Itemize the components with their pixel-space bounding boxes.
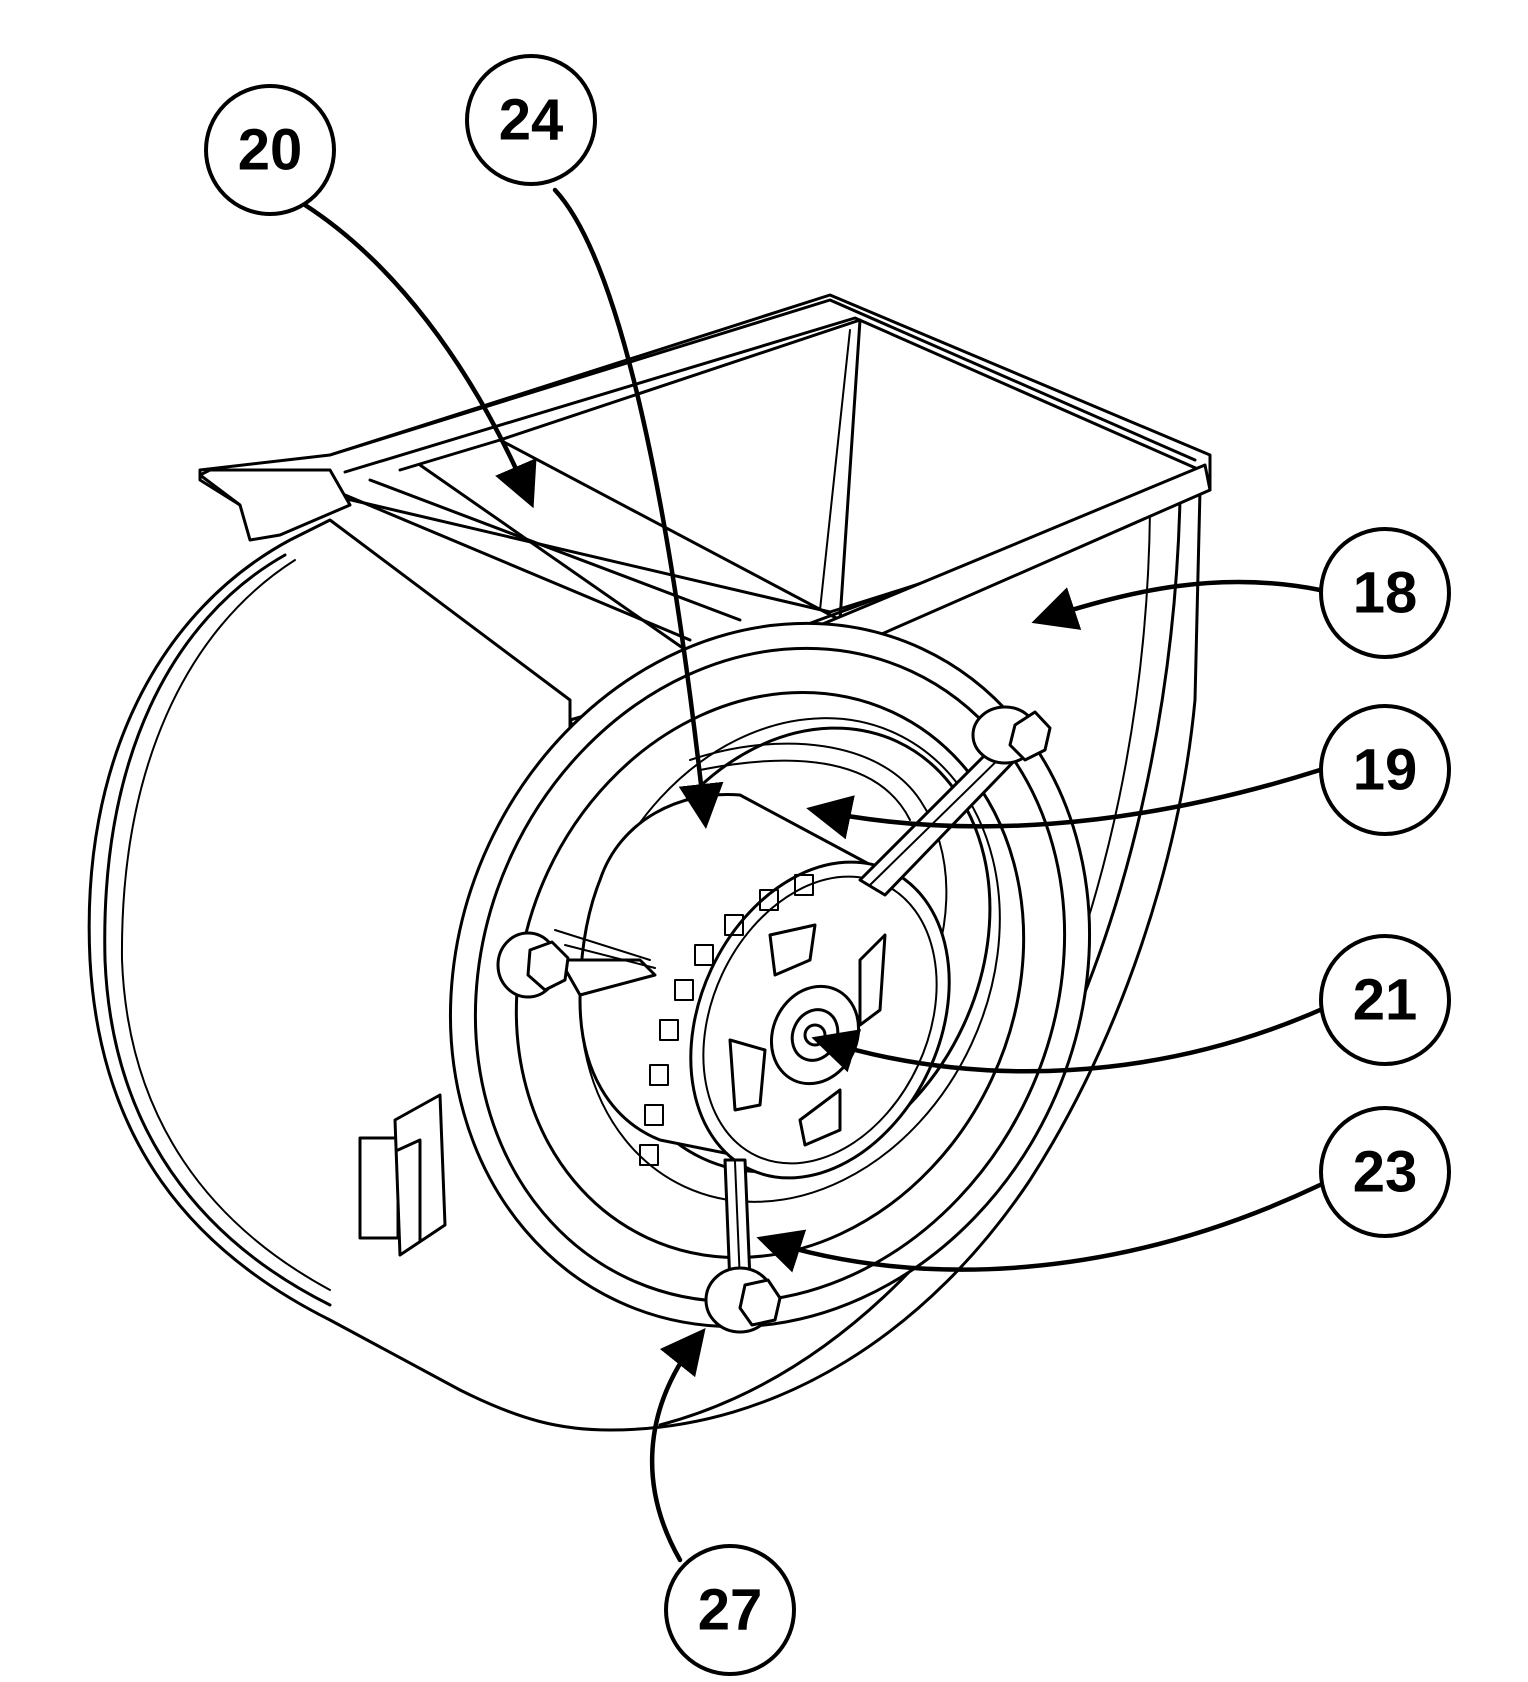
callout-18-label: 18 (1353, 561, 1418, 626)
callout-23-label: 23 (1353, 1140, 1418, 1205)
leader-lines (302, 187, 1323, 1563)
mounting-bolt-bottom (704, 1266, 782, 1334)
callout-19-label: 19 (1353, 738, 1418, 803)
callout-19: 19 (1319, 704, 1451, 836)
callout-21: 21 (1319, 934, 1451, 1066)
callout-20-label: 20 (238, 118, 303, 183)
callout-24-label: 24 (499, 88, 564, 153)
callout-20: 20 (204, 84, 336, 216)
callout-21-label: 21 (1353, 968, 1418, 1033)
callout-24: 24 (465, 54, 597, 186)
callout-23: 23 (1319, 1106, 1451, 1238)
callout-27: 27 (664, 1544, 796, 1676)
callout-27-label: 27 (698, 1578, 763, 1643)
mounting-bolt-left (496, 931, 570, 999)
mounting-bolt-top (971, 705, 1052, 765)
callout-18: 18 (1319, 527, 1451, 659)
